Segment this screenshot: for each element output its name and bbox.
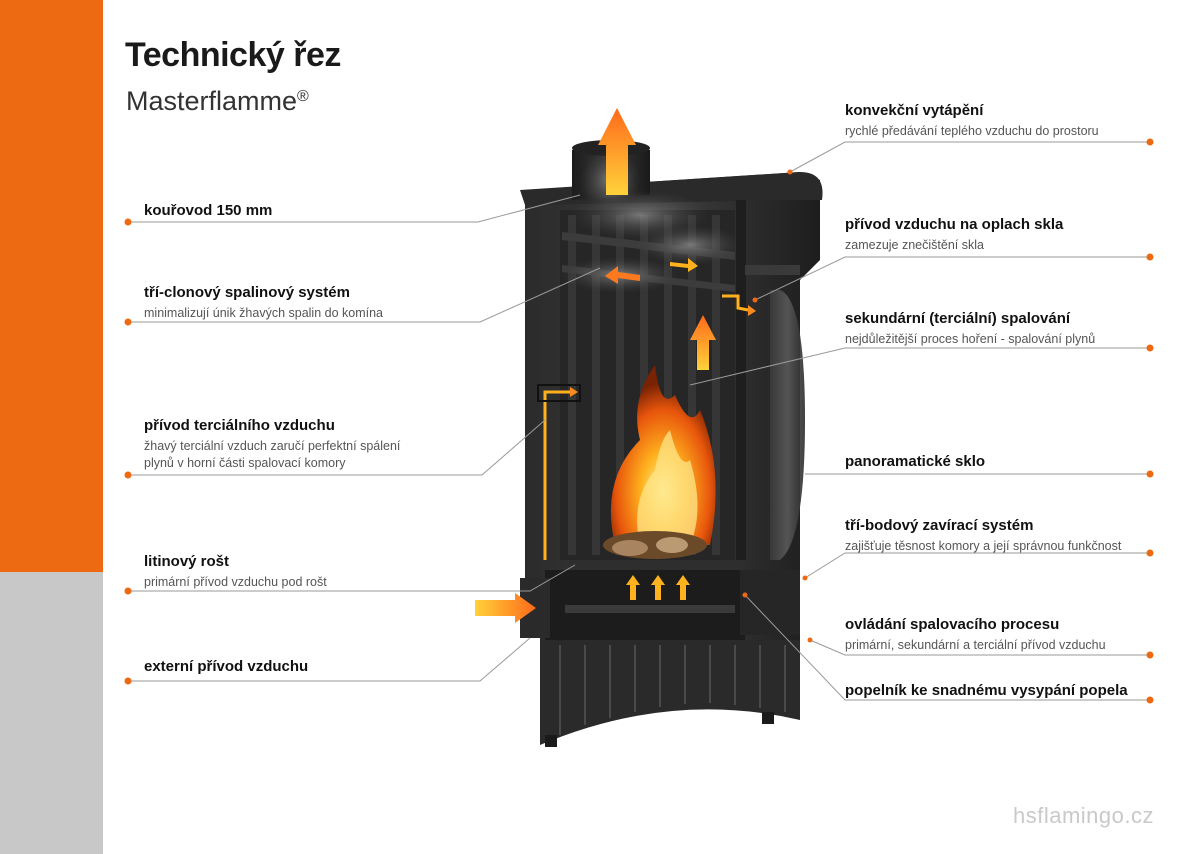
callout-description: žhavý terciální vzduch zaručí perfektní … — [144, 438, 474, 472]
page-title: Technický řez — [125, 36, 341, 74]
callout-label: kouřovod 150 mm — [144, 202, 273, 219]
page-subtitle: Masterflamme® — [126, 86, 309, 117]
callout-label: konvekční vytápění — [845, 102, 984, 119]
callout-label: ovládání spalovacího procesu — [845, 616, 1060, 633]
callout-description: zajišťuje těsnost komory a její správnou… — [845, 539, 1122, 553]
orange-sidebar-bar — [0, 0, 103, 572]
callout-label: přívod terciálního vzduchu — [144, 417, 335, 434]
callout-description: primární přívod vzduchu pod rošt — [144, 575, 327, 589]
callout-description: minimalizují únik žhavých spalin do komí… — [144, 306, 383, 320]
callout-flue-pipe: kouřovod 150 mm — [144, 202, 474, 220]
callout-external-air-supply: externí přívod vzduchu — [144, 658, 474, 676]
callout-label: sekundární (terciální) spalování — [845, 310, 1071, 327]
callout-combustion-control: ovládání spalovacího procesu primární, s… — [845, 616, 1165, 654]
callout-description-line-2: plynů v horní části spalovací komory — [144, 456, 346, 470]
callout-label: litinový rošt — [144, 553, 230, 570]
callout-description-line-1: žhavý terciální vzduch zaručí perfektní … — [144, 439, 401, 453]
callout-three-point-locking: tří-bodový zavírací systém zajišťuje těs… — [845, 517, 1165, 555]
callout-panoramic-glass: panoramatické sklo — [845, 453, 1165, 471]
callout-convection-heating: konvekční vytápění rychlé předávání tepl… — [845, 102, 1165, 140]
callout-description: zamezuje znečištění skla — [845, 238, 984, 252]
grey-sidebar-bar — [0, 572, 103, 854]
callout-three-baffle-system: tří-clonový spalinový systém minimalizuj… — [144, 284, 474, 322]
callout-tertiary-air-supply: přívod terciálního vzduchu žhavý terciál… — [144, 417, 474, 472]
callout-glass-airwash: přívod vzduchu na oplach skla zamezuje z… — [845, 216, 1165, 254]
callout-label: přívod vzduchu na oplach skla — [845, 216, 1064, 233]
callout-description: primární, sekundární a terciální přívod … — [845, 638, 1106, 652]
callout-ash-pan: popelník ke snadnému vysypání popela — [845, 682, 1165, 700]
website-credit: hsflamingo.cz — [1012, 803, 1154, 828]
callout-label: tří-clonový spalinový systém — [144, 284, 350, 301]
registered-mark: ® — [297, 88, 309, 105]
callout-description: nejdůležitější proces hoření - spalování… — [845, 332, 1096, 346]
callout-label: panoramatické sklo — [845, 453, 986, 470]
callout-secondary-combustion: sekundární (terciální) spalování nejdůle… — [845, 310, 1165, 348]
subtitle-text: Masterflamme — [126, 86, 298, 116]
callout-label: externí přívod vzduchu — [144, 658, 309, 675]
callout-description: rychlé předávání teplého vzduchu do pros… — [845, 124, 1099, 138]
callout-label: tří-bodový zavírací systém — [845, 517, 1034, 534]
callout-cast-iron-grate: litinový rošt primární přívod vzduchu po… — [144, 553, 474, 591]
callout-label: popelník ke snadnému vysypání popela — [845, 682, 1128, 699]
